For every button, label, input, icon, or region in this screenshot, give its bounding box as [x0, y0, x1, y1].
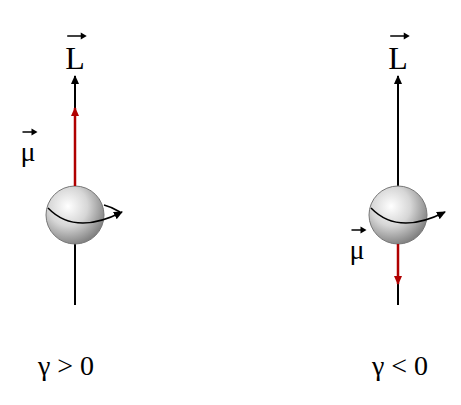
rotation-arc [104, 205, 120, 212]
vector-arrow [67, 35, 83, 37]
magnetic-moment-arrow [397, 244, 400, 284]
magnetic-moment-arrow [74, 108, 77, 186]
vector-label: L [388, 42, 408, 74]
vector-label: L [65, 42, 85, 74]
spinning-sphere [46, 186, 104, 244]
spin-up-figure [46, 76, 122, 305]
vector-arrow [390, 35, 406, 37]
vector-arrowhead [361, 227, 367, 234]
spin-down-figure [369, 76, 445, 305]
condition-label: γ < 0 [372, 352, 428, 380]
rotation-arrow [48, 208, 122, 223]
vector-arrowhead [404, 33, 410, 40]
rotation-arrow [371, 208, 445, 223]
vector-arrowhead [32, 129, 38, 136]
condition-label: γ > 0 [38, 352, 94, 380]
vector-label: μ [20, 138, 35, 166]
spinning-sphere [369, 186, 427, 244]
vector-label: μ [349, 236, 364, 264]
vector-arrowhead [81, 33, 87, 40]
